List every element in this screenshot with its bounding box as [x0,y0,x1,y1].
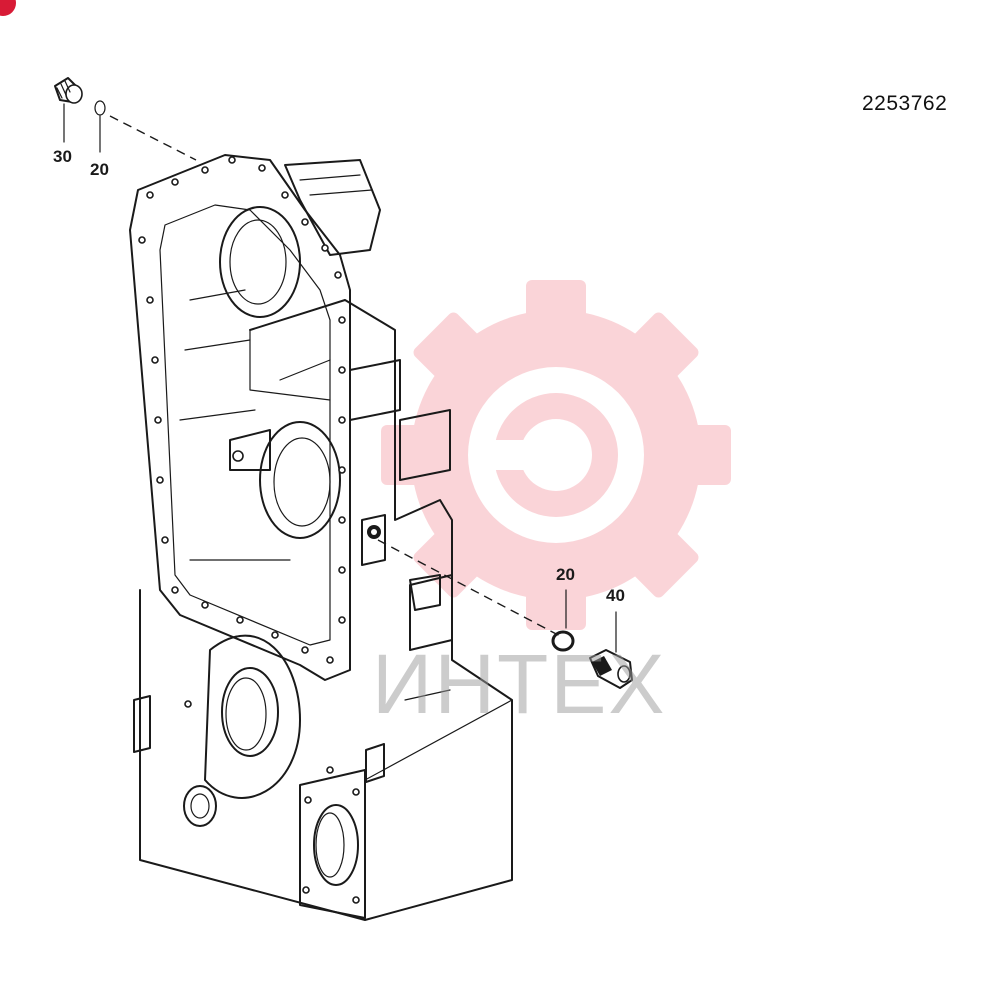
sealing-ring-right-icon [551,589,575,652]
gasket-bolt-hole [171,586,179,594]
gasket-bolt-hole [321,244,329,252]
assembly-leader-top [109,115,197,161]
gear-housing-body [133,574,513,921]
gasket-bolt-hole [281,191,289,199]
gasket-bolt-hole [271,631,279,639]
gasket-bolt-hole [154,416,162,424]
sensor-part-icon [589,611,633,689]
gasket-bolt-hole [338,616,346,624]
gasket-bolt-hole [201,601,209,609]
gasket-bolt-hole [146,296,154,304]
corner-badge-icon [0,0,16,16]
callout-30-label: 30 [53,147,72,166]
gasket-bolt-hole [161,536,169,544]
callout-40-label: 40 [606,586,625,605]
assembly-leader-right [377,539,561,637]
gasket-bolt-hole [151,356,159,364]
gasket-bolt-hole [338,416,346,424]
gasket-bolt-hole [171,178,179,186]
gasket-bolt-hole [338,316,346,324]
gasket-bolt-hole [146,191,154,199]
upper-housing-structure [229,159,453,611]
gasket-bolt-hole [338,516,346,524]
gasket-bolt-hole [334,271,342,279]
gasket-bolt-hole [338,366,346,374]
watermark-text: ИНТЕХ [372,637,667,731]
gasket-bolt-hole [301,646,309,654]
gasket-bolt-hole [138,236,146,244]
gasket-bolt-hole [301,218,309,226]
gear-logo-icon [381,280,731,630]
gasket-bolt-hole [338,566,346,574]
callout-20-top-label: 20 [90,160,109,179]
gasket-bolt-hole [258,164,266,172]
gasket-bolt-hole [201,166,209,174]
gasket-bolt-hole [338,466,346,474]
gasket-bolt-hole [326,656,334,664]
gasket-bolt-hole [228,156,236,164]
cover-gasket [129,154,351,681]
o-ring-top-icon [94,100,106,153]
gasket-bolt-hole [236,616,244,624]
gasket-bolt-hole [156,476,164,484]
callout-20-right-label: 20 [556,565,575,584]
plug-part-icon [54,77,83,143]
part-number-label: 2253762 [862,92,948,115]
